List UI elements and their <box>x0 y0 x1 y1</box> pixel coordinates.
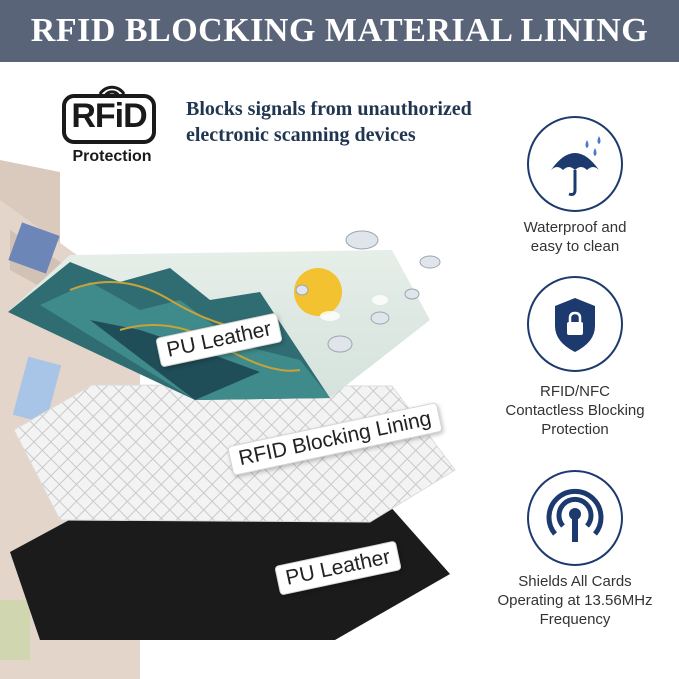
headline: Blocks signals from unauthorized electro… <box>186 96 526 148</box>
feature-rfid-nfc-line-3: Protection <box>541 421 609 438</box>
rfid-protection-logo: RFiD Protection <box>56 74 168 174</box>
water-droplets <box>295 230 441 353</box>
feature-waterproof-line-2: easy to clean <box>530 238 620 255</box>
feature-waterproof-text: Waterproof and easy to clean <box>480 218 670 256</box>
feature-waterproof-line-1: Waterproof and <box>523 219 627 236</box>
banner-title: RFID BLOCKING MATERIAL LINING <box>30 12 649 49</box>
headline-line-1: Blocks signals from unauthorized <box>186 98 472 120</box>
feature-rfid-nfc-line-2: Contactless Blocking <box>505 402 645 419</box>
umbrella-rain-icon <box>527 116 623 212</box>
shield-lock-icon <box>527 276 623 372</box>
headline-line-2: electronic scanning devices <box>186 124 416 146</box>
feature-rfid-nfc-line-1: RFID/NFC <box>540 383 610 400</box>
feature-frequency-line-3: Frequency <box>539 611 611 628</box>
feature-frequency-line-2: Operating at 13.56MHz <box>497 592 653 609</box>
rfid-logo-subtitle: Protection <box>72 148 152 165</box>
bottom-leather-layer <box>10 498 450 640</box>
feature-frequency: Shields All Cards Operating at 13.56MHz … <box>480 470 670 640</box>
title-banner: RFID BLOCKING MATERIAL LINING <box>0 0 679 62</box>
feature-rfid-nfc-text: RFID/NFC Contactless Blocking Protection <box>480 382 670 439</box>
rfid-logo-frame <box>62 94 156 144</box>
signal-antenna-icon <box>527 470 623 566</box>
feature-frequency-text: Shields All Cards Operating at 13.56MHz … <box>480 572 670 629</box>
feature-frequency-line-1: Shields All Cards <box>518 573 632 590</box>
feature-waterproof: Waterproof and easy to clean <box>480 116 670 266</box>
feature-rfid-nfc: RFID/NFC Contactless Blocking Protection <box>480 276 670 446</box>
rfid-logo-label: RFiD <box>71 97 147 135</box>
